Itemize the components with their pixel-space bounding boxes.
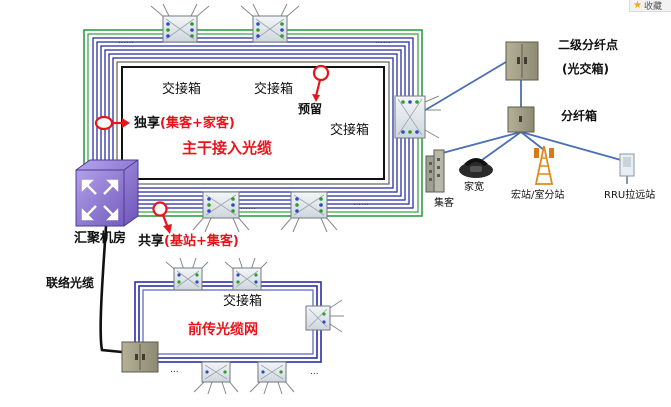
enterprise-building-icon — [425, 149, 445, 193]
cell-tower-icon — [534, 145, 554, 185]
cross-box-top-2 — [240, 3, 300, 43]
ellipsis-top: …… — [118, 36, 134, 45]
macro-indoor-station-label: 宏站/室分站 — [511, 188, 564, 201]
fronthaul-cross-box-4 — [249, 361, 295, 395]
exclusive-label: 独享(集客+家客) — [134, 115, 235, 131]
aggregation-room-label: 汇聚机房 — [74, 230, 126, 246]
home-phone-icon — [459, 158, 493, 178]
shared-label: 共享(基站+集客) — [138, 233, 239, 249]
star-icon: ★ — [633, 0, 642, 11]
ellipsis-top-right: …… — [375, 36, 391, 45]
ellipsis-bottom-left: …… — [240, 202, 256, 211]
home-broadband-label: 家宽 — [464, 180, 484, 193]
split-box-cabinet — [507, 106, 535, 133]
rru-unit-icon — [619, 153, 635, 184]
fronthaul-cross-box-right — [305, 299, 344, 333]
optical-cross-cabinet — [505, 41, 539, 81]
cross-box-top-1 — [150, 3, 210, 43]
fronthaul-cross-box-1 — [165, 257, 209, 291]
secondary-split-point-label: 二级分纤点 — [558, 37, 618, 52]
fronthaul-cabinet — [121, 341, 159, 373]
cross-box-label-fronthaul: 交接箱 — [223, 293, 262, 309]
cross-box-right — [394, 95, 441, 139]
ellipsis-bottom-right: …… — [353, 198, 369, 207]
aggregation-room-node — [75, 159, 139, 227]
cross-box-bottom-2 — [280, 191, 338, 233]
cross-box-bottom-1 — [192, 191, 250, 233]
favorite-badge-label: 收藏 — [643, 2, 662, 12]
rru-remote-station-label: RRU拉远站 — [604, 188, 655, 201]
cross-box-label-top-2: 交接箱 — [254, 81, 293, 97]
ellipsis-fronthaul-right: ... — [310, 367, 319, 377]
reserve-marker — [312, 64, 330, 102]
cross-box-label-top-1: 交接箱 — [162, 81, 201, 97]
favorite-badge[interactable]: ★ 收藏 — [629, 0, 671, 12]
trunk-cable-label: 主干接入光缆 — [182, 139, 272, 157]
split-box-label: 分纤箱 — [561, 108, 597, 123]
distribution-lines — [421, 61, 629, 163]
reserve-label: 预留 — [298, 101, 322, 116]
link-cable-label: 联络光缆 — [46, 275, 94, 290]
exclusive-marker — [94, 115, 130, 131]
optical-cross-box-label: (光交箱) — [562, 61, 609, 76]
fronthaul-cross-box-2 — [224, 257, 268, 291]
ellipsis-fronthaul-left: ... — [170, 365, 179, 375]
enterprise-customer-label: 集客 — [434, 196, 454, 209]
link-cable-line — [99, 225, 123, 354]
shared-marker — [152, 201, 172, 234]
fronthaul-network-label: 前传光缆网 — [188, 321, 258, 338]
cross-box-label-right: 交接箱 — [330, 122, 369, 138]
fronthaul-cross-box-3 — [193, 361, 239, 395]
